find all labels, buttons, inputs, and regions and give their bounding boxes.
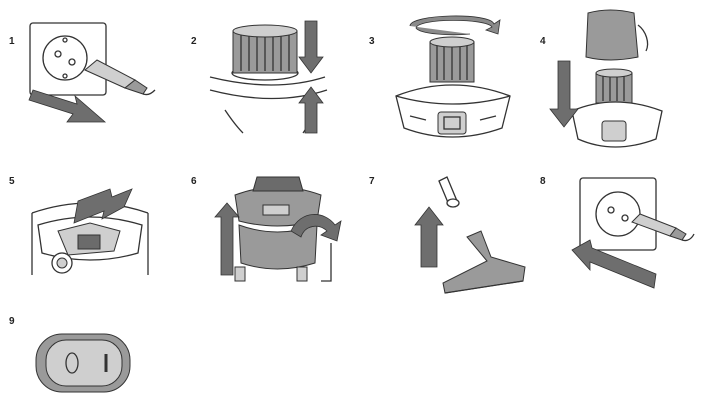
step-4-place-cover-illustration	[549, 9, 663, 148]
floor-nozzle	[442, 230, 526, 294]
up-arrow-icon	[414, 206, 444, 268]
step-9-power-switch-illustration	[35, 333, 131, 393]
step-3-twist-filter-illustration	[395, 15, 511, 138]
rocker-switch	[45, 339, 123, 387]
pull-arrow-icon	[28, 89, 107, 123]
step-8-plug-in-illustration	[571, 177, 695, 289]
down-arrow-icon	[549, 60, 579, 128]
step-6-close-latches-illustration	[214, 176, 342, 282]
step-5-insert-illustration	[31, 188, 149, 275]
push-arrow-icon	[571, 239, 657, 289]
step-number-2: 2	[191, 36, 197, 47]
filter-cover	[585, 9, 639, 61]
carry-handle	[252, 176, 304, 192]
step-number-4: 4	[540, 36, 546, 47]
motor-head	[395, 84, 511, 138]
step-number-7: 7	[369, 176, 375, 187]
down-arrow-icon	[298, 20, 324, 74]
step-number-1: 1	[9, 36, 15, 47]
step-1-unplug-illustration	[28, 22, 156, 123]
curved-arrow-right-icon	[290, 214, 342, 242]
step-number-5: 5	[9, 176, 15, 187]
off-symbol-icon	[65, 352, 79, 374]
step-2-filter-gap-illustration	[209, 20, 328, 134]
rotate-arrow-icon	[409, 15, 501, 36]
power-cord	[142, 89, 156, 96]
socket-outlet	[595, 191, 641, 237]
step-number-6: 6	[191, 176, 197, 187]
step-7-attach-nozzle-illustration	[414, 176, 526, 294]
step-number-8: 8	[540, 176, 546, 187]
vacuum-tank	[238, 224, 318, 270]
insert-arrow-icon	[73, 188, 133, 224]
motor-head-latch	[437, 111, 467, 135]
up-arrow-left-icon	[214, 202, 240, 276]
step-number-3: 3	[369, 36, 375, 47]
up-arrow-icon	[298, 86, 324, 134]
power-cord	[681, 233, 695, 242]
socket-outlet	[42, 35, 88, 81]
step-number-9: 9	[9, 316, 15, 327]
